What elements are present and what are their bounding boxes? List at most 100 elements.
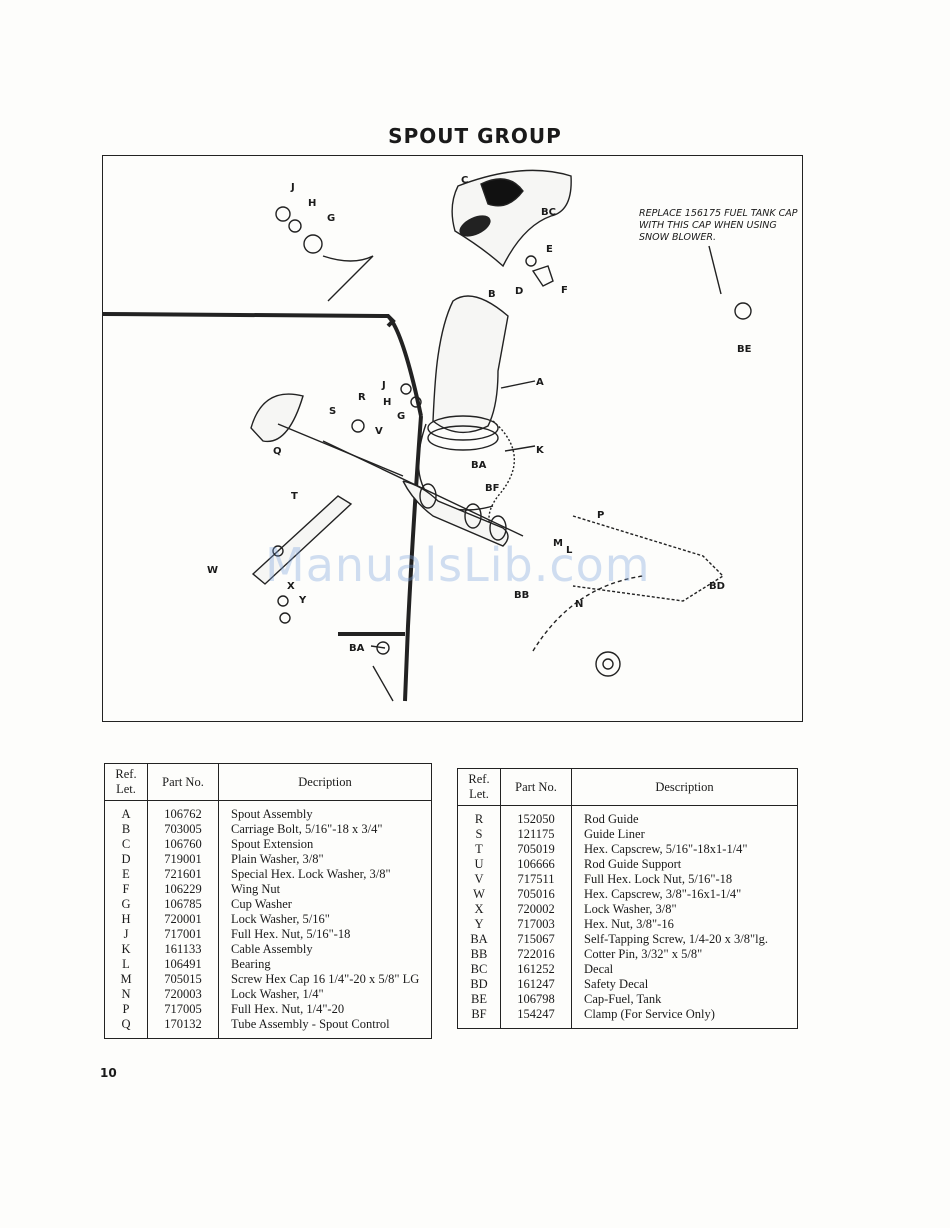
description-cell: Rod Guide Support: [584, 857, 682, 871]
callout-f: F: [561, 285, 568, 296]
part-number-cell: 161247: [500, 977, 572, 992]
callout-y: Y: [299, 595, 307, 606]
description-cell: Safety Decal: [584, 977, 649, 991]
ref-cell: U: [457, 857, 501, 872]
callout-t: T: [291, 491, 298, 502]
header-ref: Ref. Let.: [457, 768, 501, 806]
description-cell: Special Hex. Lock Washer, 3/8": [231, 867, 391, 881]
ref-cell: X: [457, 902, 501, 917]
callout-d: D: [515, 286, 524, 297]
callout-x: X: [287, 581, 295, 592]
fuel-cap-note: REPLACE 156175 FUEL TANK CAP WITH THIS C…: [639, 208, 798, 243]
description-cell: Spout Extension: [231, 837, 314, 851]
callout-p: P: [597, 510, 605, 521]
description-cell: Lock Washer, 1/4": [231, 987, 324, 1001]
part-number-cell: 161252: [500, 962, 572, 977]
callout-bc: BC: [541, 207, 556, 218]
callout-ba2: BA: [349, 643, 365, 654]
part-number-cell: 720003: [147, 987, 219, 1002]
part-number-cell: 703005: [147, 822, 219, 837]
header-description: Decription: [218, 763, 432, 801]
callout-bd: BD: [709, 581, 725, 592]
part-number-cell: 717003: [500, 917, 572, 932]
callout-w: W: [207, 565, 219, 576]
ref-cell: BD: [457, 977, 501, 992]
description-cell: Bearing: [231, 957, 271, 971]
callout-j: J: [291, 182, 295, 193]
description-cell: Cable Assembly: [231, 942, 313, 956]
table-header-row: Ref. Let. Part No. Description: [457, 768, 798, 806]
description-cell: Spout Assembly: [231, 807, 313, 821]
description-cell: Guide Liner: [584, 827, 645, 841]
part-number-cell: 170132: [147, 1017, 219, 1032]
part-number-cell: 720002: [500, 902, 572, 917]
ref-cell: N: [104, 987, 148, 1002]
ref-cell: E: [104, 867, 148, 882]
description-cell: Plain Washer, 3/8": [231, 852, 324, 866]
ref-cell: Q: [104, 1017, 148, 1032]
part-number-cell: 106798: [500, 992, 572, 1007]
ref-cell: S: [457, 827, 501, 842]
ref-cell: T: [457, 842, 501, 857]
ref-cell: J: [104, 927, 148, 942]
description-cell: Rod Guide: [584, 812, 639, 826]
callout-k: K: [536, 445, 544, 456]
ref-cell: C: [104, 837, 148, 852]
ref-cell: D: [104, 852, 148, 867]
part-number-cell: 121175: [500, 827, 572, 842]
part-number-cell: 106762: [147, 807, 219, 822]
part-number-cell: 106491: [147, 957, 219, 972]
page-number: 10: [100, 1066, 117, 1080]
part-number-cell: 720001: [147, 912, 219, 927]
exploded-parts-diagram: C BC J H G E D F B BE A J H R S G V Q K …: [102, 155, 803, 722]
description-cell: Clamp (For Service Only): [584, 1007, 715, 1021]
callout-v: V: [375, 426, 383, 437]
part-number-cell: 154247: [500, 1007, 572, 1022]
ref-cell: BE: [457, 992, 501, 1007]
description-cell: Carriage Bolt, 5/16"-18 x 3/4": [231, 822, 383, 836]
ref-cell: L: [104, 957, 148, 972]
ref-cell: BA: [457, 932, 501, 947]
description-cell: Hex. Capscrew, 3/8"-16x1-1/4": [584, 887, 742, 901]
description-cell: Self-Tapping Screw, 1/4-20 x 3/8"lg.: [584, 932, 768, 946]
part-number-cell: 152050: [500, 812, 572, 827]
callout-a: A: [536, 377, 544, 388]
callout-g: G: [327, 213, 336, 224]
part-number-cell: 106229: [147, 882, 219, 897]
table-header-row: Ref. Let. Part No. Decription: [104, 763, 432, 801]
ref-cell: F: [104, 882, 148, 897]
ref-cell: R: [457, 812, 501, 827]
ref-cell: BB: [457, 947, 501, 962]
part-number-cell: 717511: [500, 872, 572, 887]
callout-be: BE: [737, 344, 752, 355]
header-description: Description: [571, 768, 798, 806]
callout-l: L: [566, 545, 573, 556]
part-number-cell: 722016: [500, 947, 572, 962]
description-cell: Cotter Pin, 3/32" x 5/8": [584, 947, 703, 961]
description-cell: Screw Hex Cap 16 1/4"-20 x 5/8" LG: [231, 972, 420, 986]
ref-cell: M: [104, 972, 148, 987]
description-cell: Full Hex. Nut, 1/4"-20: [231, 1002, 345, 1016]
callout-bf: BF: [485, 483, 500, 494]
callout-m: M: [553, 538, 563, 549]
